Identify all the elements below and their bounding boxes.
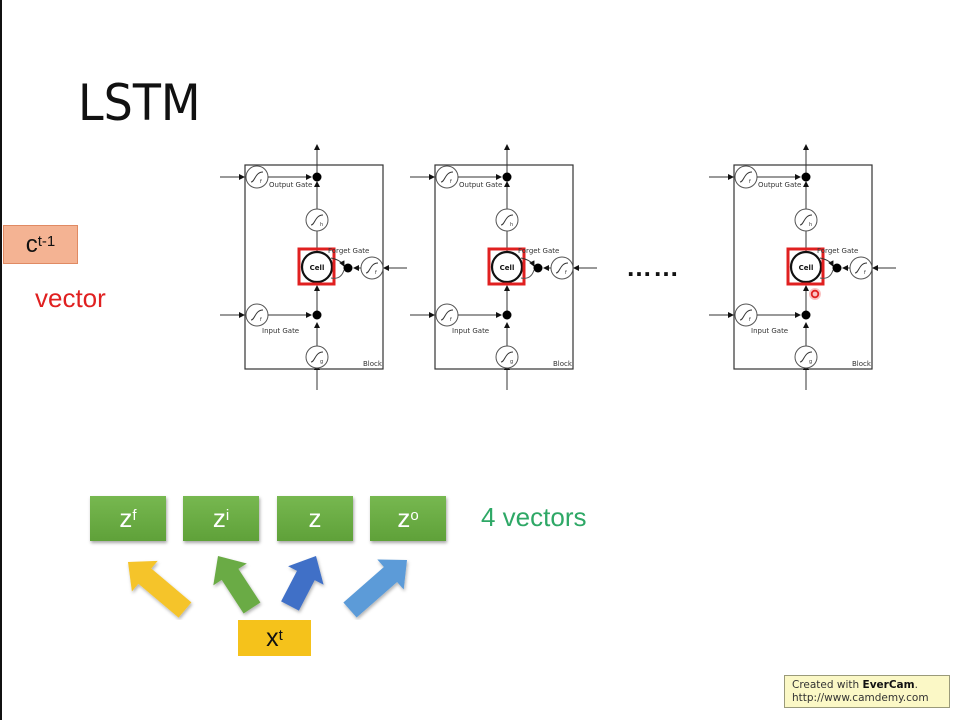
arrow-to-z-forget: [128, 560, 192, 618]
output-activation-icon: [794, 208, 818, 232]
output-gate-label: Output Gate: [459, 181, 502, 189]
input-gate-activation-label: f: [260, 317, 262, 323]
arrow-to-z-output: [343, 559, 407, 618]
output-gate-activation-label: f: [450, 179, 452, 185]
z-box: z: [277, 496, 353, 541]
output-multiply-node: [312, 172, 322, 182]
slide-left-border: [0, 0, 2, 720]
previous-cell-state-base: c: [25, 230, 38, 258]
cell-highlight-box: [297, 247, 336, 286]
output-gate-sigmoid-icon: [734, 165, 758, 189]
watermark-url: http://www.camdemy.com: [792, 692, 929, 704]
cell-label: Cell: [310, 264, 325, 272]
forget-gate-sigmoid-icon: [360, 256, 384, 280]
output-activation-icon: [495, 208, 519, 232]
input-x-base: x: [266, 623, 279, 652]
input-activation-icon: [495, 345, 519, 369]
output-activation-icon: [305, 208, 329, 232]
input-multiply-node: [801, 310, 811, 320]
input-gate-label: Input Gate: [452, 327, 489, 335]
input-gate-sigmoid-icon: [245, 303, 269, 327]
pointer-cursor-icon: [809, 288, 821, 300]
lstm-block-2: f Output Gate h Cell f Forget Gate: [410, 144, 597, 390]
input-activation-label: g: [510, 359, 513, 365]
forget-gate-sigmoid-icon: [849, 256, 873, 280]
cell-state-vector-note: vector: [35, 283, 106, 313]
cell-label: Cell: [500, 264, 515, 272]
input-gate-activation-label: f: [450, 317, 452, 323]
cell-icon: [300, 250, 334, 284]
watermark-brand: EverCam: [862, 679, 915, 691]
output-gate-activation-label: f: [749, 179, 751, 185]
forget-gate-activation-label: f: [864, 270, 866, 276]
input-multiply-node: [502, 310, 512, 320]
output-gate-sigmoid-icon: [245, 165, 269, 189]
input-multiply-node: [312, 310, 322, 320]
cell-icon: [490, 250, 524, 284]
input-x-superscript: t: [278, 626, 283, 644]
cell-highlight-box: [786, 247, 825, 286]
output-gate-label: Output Gate: [758, 181, 801, 189]
z-output-base: z: [397, 503, 411, 533]
input-gate-sigmoid-icon: [734, 303, 758, 327]
output-activation-label: h: [809, 222, 812, 228]
z-input-base: z: [212, 503, 226, 533]
watermark-suffix: .: [914, 679, 918, 691]
forget-gate-activation-label: f: [565, 270, 567, 276]
arrow-to-z-input: [213, 556, 261, 614]
previous-cell-state-superscript: t-1: [37, 233, 56, 250]
block-label: Block: [553, 360, 573, 368]
forget-gate-sigmoid-icon: [550, 256, 574, 280]
input-gate-sigmoid-icon: [435, 303, 459, 327]
output-activation-label: h: [510, 222, 513, 228]
output-multiply-node: [801, 172, 811, 182]
watermark-line1: Created with EverCam.: [792, 679, 949, 692]
block-label: Block: [363, 360, 383, 368]
z-input-superscript: i: [225, 507, 230, 524]
input-activation-icon: [305, 345, 329, 369]
forget-multiply-node: [343, 263, 353, 273]
output-activation-label: h: [320, 222, 323, 228]
evercam-watermark: Created with EverCam. http://www.camdemy…: [784, 675, 950, 708]
watermark-prefix: Created with: [792, 679, 863, 691]
output-gate-sigmoid-icon: [435, 165, 459, 189]
output-multiply-node: [502, 172, 512, 182]
z-base: z: [308, 503, 322, 533]
forget-gate-label: Forget Gate: [518, 247, 559, 255]
four-vectors-note: 4 vectors: [481, 502, 587, 532]
input-activation-label: g: [320, 359, 323, 365]
input-gate-label: Input Gate: [262, 327, 299, 335]
input-gate-label: Input Gate: [751, 327, 788, 335]
arrow-to-z: [281, 556, 324, 611]
cell-highlight-box: [487, 247, 526, 286]
output-gate-activation-label: f: [260, 179, 262, 185]
input-activation-label: g: [809, 359, 812, 365]
forget-multiply-node: [533, 263, 543, 273]
cell-icon: [789, 250, 823, 284]
z-forget-base: z: [119, 503, 133, 533]
forget-gate-label: Forget Gate: [328, 247, 369, 255]
cell-label: Cell: [799, 264, 814, 272]
input-gate-activation-label: f: [749, 317, 751, 323]
input-activation-icon: [794, 345, 818, 369]
ellipsis: ……: [626, 252, 680, 282]
forget-multiply-node: [832, 263, 842, 273]
block-label: Block: [852, 360, 872, 368]
forget-gate-label: Forget Gate: [817, 247, 858, 255]
lstm-block-1: f Output Gate h Cell f Forget Gate: [220, 144, 407, 390]
output-gate-label: Output Gate: [269, 181, 312, 189]
input-arrows: [128, 556, 407, 618]
z-output-superscript: o: [410, 507, 419, 524]
slide-title: LSTM: [78, 74, 201, 132]
lstm-block-3: f Output Gate h Cell f Forget Gate: [709, 144, 896, 390]
forget-gate-activation-label: f: [375, 270, 377, 276]
z-forget-superscript: f: [132, 507, 137, 524]
